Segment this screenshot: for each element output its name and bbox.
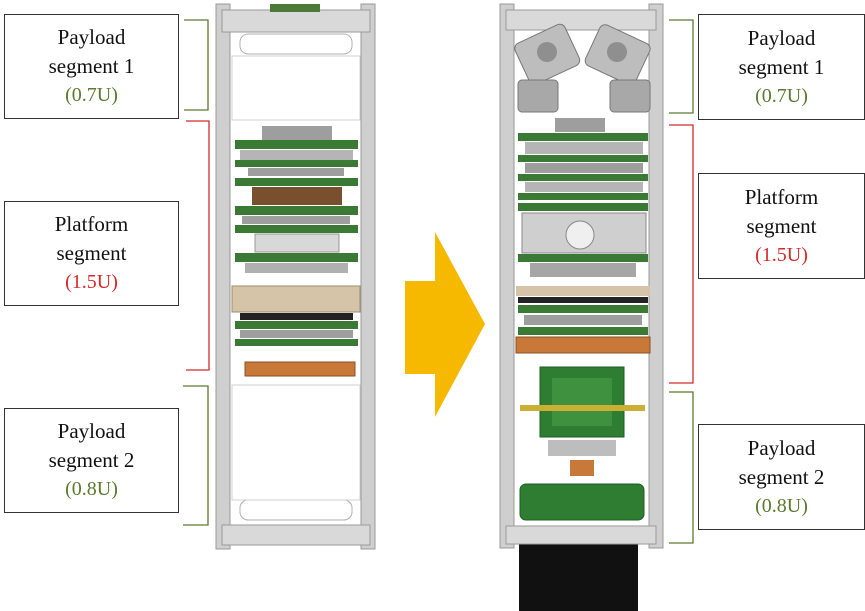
right-cubesat-model [499, 3, 664, 611]
right-platform-bracket [669, 124, 694, 384]
right-payload-segment-1-label: Payload segment 1 (0.7U) [698, 14, 865, 120]
left-payload-segment-2-label: Payload segment 2 (0.8U) [4, 408, 179, 513]
label-line1: Platform [744, 184, 819, 209]
left-cubesat-model [215, 3, 376, 550]
left-payload-segment-1-label: Payload segment 1 (0.7U) [4, 14, 179, 119]
label-line2: segment 1 [738, 54, 825, 79]
left-payload-1-bracket [184, 19, 209, 111]
label-line2: segment [746, 213, 817, 238]
label-line2: segment [56, 241, 127, 265]
label-size: (0.7U) [755, 84, 808, 107]
label-size: (0.8U) [65, 478, 118, 500]
label-line2: segment 2 [738, 464, 825, 489]
right-payload-1-bracket [669, 19, 694, 114]
label-line1: Payload [57, 25, 126, 49]
label-line1: Payload [57, 419, 126, 443]
label-size: (0.8U) [755, 494, 808, 517]
label-size: (0.7U) [65, 84, 118, 106]
label-line2: segment 1 [48, 54, 135, 78]
right-payload-segment-2-label: Payload segment 2 (0.8U) [698, 424, 865, 530]
left-payload-2-bracket [183, 385, 209, 526]
left-platform-segment-label: Platform segment (1.5U) [4, 201, 179, 306]
label-line1: Platform [54, 212, 129, 236]
label-size: (1.5U) [755, 243, 808, 266]
transition-arrow-icon [405, 232, 485, 417]
label-line2: segment 2 [48, 448, 135, 472]
label-line1: Payload [747, 435, 816, 460]
label-line1: Payload [747, 25, 816, 50]
right-payload-2-bracket [669, 391, 694, 544]
left-platform-bracket [186, 120, 210, 371]
label-size: (1.5U) [65, 271, 118, 293]
right-platform-segment-label: Platform segment (1.5U) [698, 173, 865, 279]
